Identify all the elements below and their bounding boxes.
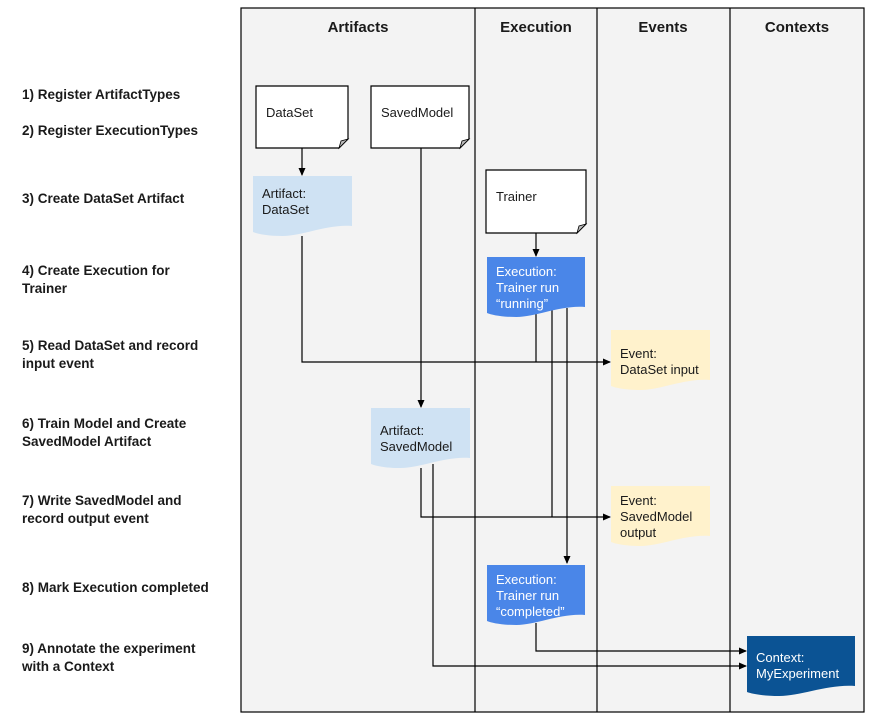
node-event-input: Event:DataSet input (611, 330, 710, 390)
step-2: 2) Register ExecutionTypes (22, 123, 198, 138)
node-label-line: Event: (620, 493, 657, 508)
step-7-cont: record output event (22, 511, 149, 526)
arrow-savedmodel-to-context (432, 464, 747, 670)
node-label-line: Trainer run (496, 280, 559, 295)
lane-header-events: Events (638, 19, 687, 36)
node-label-line: Artifact: (262, 186, 306, 201)
node-execution-completed: Execution:Trainer run“completed” (487, 565, 585, 625)
step-8: 8) Mark Execution completed (22, 580, 209, 595)
node-label-line: SavedModel (620, 509, 692, 524)
folded-corner-icon (576, 223, 588, 235)
node-shape (611, 330, 710, 390)
node-shape (747, 636, 855, 696)
node-label-line: Execution: (496, 572, 557, 587)
folded-corner-icon (338, 138, 350, 150)
node-label-line: DataSet (262, 202, 309, 217)
node-shape (253, 176, 352, 236)
step-3: 3) Create DataSet Artifact (22, 191, 185, 206)
connectors (298, 148, 747, 670)
type-trainer: Trainer (485, 169, 588, 235)
step-4-cont: Trainer (22, 281, 68, 296)
step-5: 5) Read DataSet and record (22, 338, 198, 353)
arrow-savedmodel-to-output-event (420, 468, 611, 521)
type-savedmodel-label: SavedModel (381, 105, 453, 120)
node-label-line: SavedModel (380, 439, 452, 454)
lane-header-execution: Execution (500, 19, 572, 36)
node-shape (611, 486, 710, 546)
node-execution-running: Execution:Trainer run“running” (487, 257, 585, 317)
node-label-line: Artifact: (380, 423, 424, 438)
type-savedmodel: SavedModel (370, 85, 471, 150)
node-shape (371, 408, 470, 468)
lane-header-contexts: Contexts (765, 19, 829, 36)
type-dataset-label: DataSet (266, 105, 313, 120)
node-label-line: Event: (620, 346, 657, 361)
lane-header-artifacts: Artifacts (328, 19, 389, 36)
folded-corner-icon (459, 138, 471, 150)
step-list: 1) Register ArtifactTypes 2) Register Ex… (21, 87, 209, 674)
node-label-line: Context: (756, 650, 804, 665)
step-7: 7) Write SavedModel and (22, 493, 182, 508)
node-artifact-dataset: Artifact:DataSet (253, 176, 352, 236)
arrow-execution-to-context (535, 623, 747, 655)
node-label-line: MyExperiment (756, 666, 839, 681)
step-6-cont: SavedModel Artifact (22, 434, 152, 449)
arrow-dataset-to-input-event (301, 236, 611, 366)
node-label-line: Execution: (496, 264, 557, 279)
step-4: 4) Create Execution for (22, 263, 171, 278)
node-label-line: DataSet input (620, 362, 699, 377)
node-context: Context:MyExperiment (747, 636, 855, 696)
node-label-line: “running” (496, 296, 548, 311)
step-5-cont: input event (22, 356, 95, 371)
node-label-line: output (620, 525, 657, 540)
node-label-line: “completed” (496, 604, 565, 619)
node-artifact-savedmodel: Artifact:SavedModel (371, 408, 470, 468)
type-trainer-label: Trainer (496, 189, 537, 204)
node-label-line: Trainer run (496, 588, 559, 603)
step-1: 1) Register ArtifactTypes (22, 87, 180, 102)
node-shape (487, 257, 585, 317)
step-9-cont: with a Context (21, 659, 115, 674)
type-dataset: DataSet (255, 85, 350, 150)
step-6: 6) Train Model and Create (22, 416, 187, 431)
step-9: 9) Annotate the experiment (22, 641, 196, 656)
node-shape (487, 565, 585, 625)
